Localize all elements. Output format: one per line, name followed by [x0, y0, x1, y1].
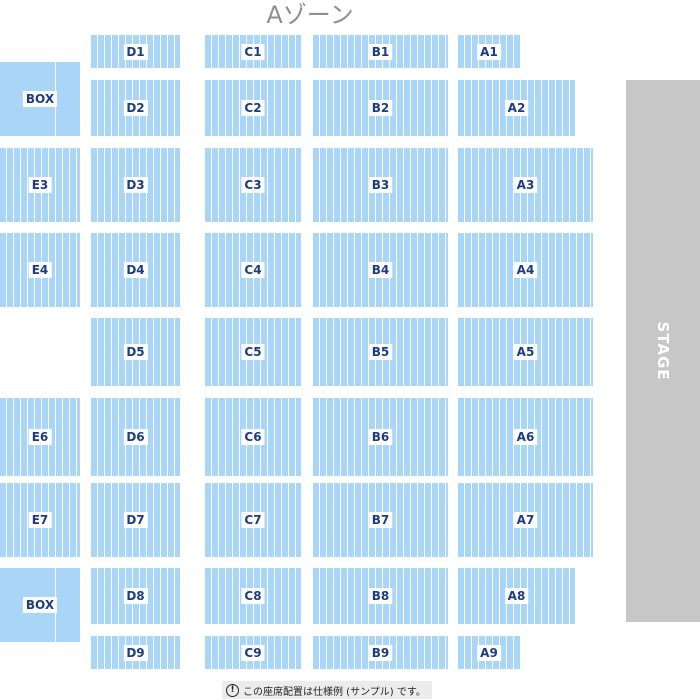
block-label: C6	[241, 429, 265, 445]
seat-block-d2[interactable]: D2	[91, 80, 180, 136]
seat-block-b1[interactable]: B1	[313, 35, 448, 68]
sample-notice: ! この座席配置は仕様例 (サンプル) です。	[222, 681, 432, 699]
block-label: B7	[368, 512, 393, 528]
seat-block-d5[interactable]: D5	[91, 318, 180, 386]
block-label: A4	[513, 262, 538, 278]
block-label: C7	[241, 512, 265, 528]
notice-text: この座席配置は仕様例 (サンプル) です。	[243, 686, 426, 698]
seat-block-e6[interactable]: E6	[0, 398, 80, 476]
seat-block-d4[interactable]: D4	[91, 233, 180, 307]
seat-block-box-top[interactable]: BOX	[0, 62, 80, 136]
seat-block-a6[interactable]: A6	[458, 398, 593, 476]
block-label: C9	[241, 644, 265, 661]
block-label: A6	[513, 429, 538, 445]
seat-block-a7[interactable]: A7	[458, 483, 593, 557]
seat-block-c7[interactable]: C7	[205, 483, 301, 557]
block-label: B4	[368, 262, 393, 278]
block-label: D2	[123, 100, 148, 116]
seat-block-d6[interactable]: D6	[91, 398, 180, 476]
seat-block-d8[interactable]: D8	[91, 568, 180, 624]
block-label: A3	[513, 177, 538, 193]
seat-block-a9[interactable]: A9	[458, 636, 520, 669]
block-label: C5	[241, 344, 265, 360]
seat-block-c9[interactable]: C9	[205, 636, 301, 669]
seat-block-e3[interactable]: E3	[0, 148, 80, 222]
seat-block-c6[interactable]: C6	[205, 398, 301, 476]
block-label: D9	[123, 644, 148, 661]
block-label: B6	[368, 429, 393, 445]
seat-block-a4[interactable]: A4	[458, 233, 593, 307]
block-label: B1	[368, 43, 393, 60]
seat-block-a3[interactable]: A3	[458, 148, 593, 222]
seat-block-e4[interactable]: E4	[0, 233, 80, 307]
block-label: A9	[477, 644, 501, 661]
seat-block-a1[interactable]: A1	[458, 35, 520, 68]
block-label: A2	[504, 100, 529, 116]
seat-block-d3[interactable]: D3	[91, 148, 180, 222]
seat-block-b3[interactable]: B3	[313, 148, 448, 222]
seat-block-b2[interactable]: B2	[313, 80, 448, 136]
seat-block-b8[interactable]: B8	[313, 568, 448, 624]
block-label: D4	[123, 262, 148, 278]
block-label: C3	[241, 177, 265, 193]
block-label: E4	[28, 262, 52, 278]
block-label: C1	[241, 43, 265, 60]
seat-block-c2[interactable]: C2	[205, 80, 301, 136]
seat-block-c1[interactable]: C1	[205, 35, 301, 68]
block-label: C2	[241, 100, 265, 116]
block-label: D7	[123, 512, 148, 528]
seat-block-c3[interactable]: C3	[205, 148, 301, 222]
block-label: E6	[28, 429, 52, 445]
seat-block-d9[interactable]: D9	[91, 636, 180, 669]
seat-block-b9[interactable]: B9	[313, 636, 448, 669]
block-label: BOX	[22, 91, 58, 107]
seat-block-box-bottom[interactable]: BOX	[0, 568, 80, 642]
seat-block-e7[interactable]: E7	[0, 483, 80, 557]
stage-label: STAGE	[654, 321, 672, 381]
block-label: A7	[513, 512, 538, 528]
block-label: D3	[123, 177, 148, 193]
block-label: B3	[368, 177, 393, 193]
block-label: A8	[504, 588, 529, 604]
block-label: A1	[477, 43, 501, 60]
block-label: C8	[241, 588, 265, 604]
block-label: C4	[241, 262, 265, 278]
seat-block-c4[interactable]: C4	[205, 233, 301, 307]
block-label: A5	[513, 344, 538, 360]
block-label: B8	[368, 588, 393, 604]
seat-block-d7[interactable]: D7	[91, 483, 180, 557]
seat-block-a2[interactable]: A2	[458, 80, 575, 136]
block-label: BOX	[22, 597, 58, 613]
seat-block-a5[interactable]: A5	[458, 318, 593, 386]
block-label: B9	[368, 644, 393, 661]
exclamation-circle-icon: !	[226, 683, 239, 697]
block-label: E7	[28, 512, 52, 528]
seat-block-d1[interactable]: D1	[91, 35, 180, 68]
seat-block-b5[interactable]: B5	[313, 318, 448, 386]
block-label: B2	[368, 100, 393, 116]
seat-block-c5[interactable]: C5	[205, 318, 301, 386]
zone-title: Aゾーン	[266, 1, 354, 29]
block-label: D6	[123, 429, 148, 445]
block-label: B5	[368, 344, 393, 360]
seat-block-c8[interactable]: C8	[205, 568, 301, 624]
seat-block-b4[interactable]: B4	[313, 233, 448, 307]
block-label: D1	[123, 43, 148, 60]
block-label: D8	[123, 588, 148, 604]
seat-block-b7[interactable]: B7	[313, 483, 448, 557]
block-label: D5	[123, 344, 148, 360]
stage: STAGE	[626, 80, 700, 622]
seat-block-b6[interactable]: B6	[313, 398, 448, 476]
block-label: E3	[28, 177, 52, 193]
seat-block-a8[interactable]: A8	[458, 568, 575, 624]
